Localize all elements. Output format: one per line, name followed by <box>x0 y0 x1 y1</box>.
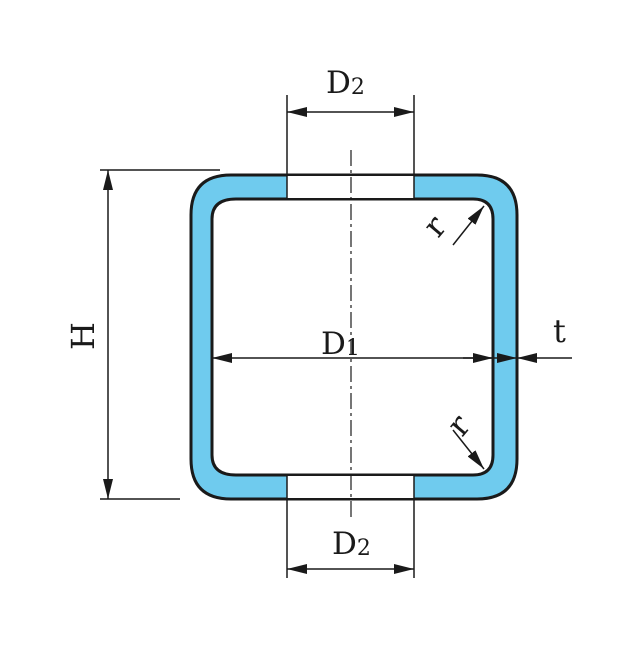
d2-top-label: D2 <box>326 65 365 101</box>
tube-wall <box>189 173 519 501</box>
thickness-label: t <box>553 312 566 350</box>
radius-bottom-leader <box>452 429 485 470</box>
radius-top-label: r <box>415 207 454 244</box>
d1-label: D1 <box>321 326 360 362</box>
radius-top-leader <box>452 205 485 246</box>
d2-bottom-label: D2 <box>332 526 371 562</box>
height-label: H <box>64 322 102 350</box>
